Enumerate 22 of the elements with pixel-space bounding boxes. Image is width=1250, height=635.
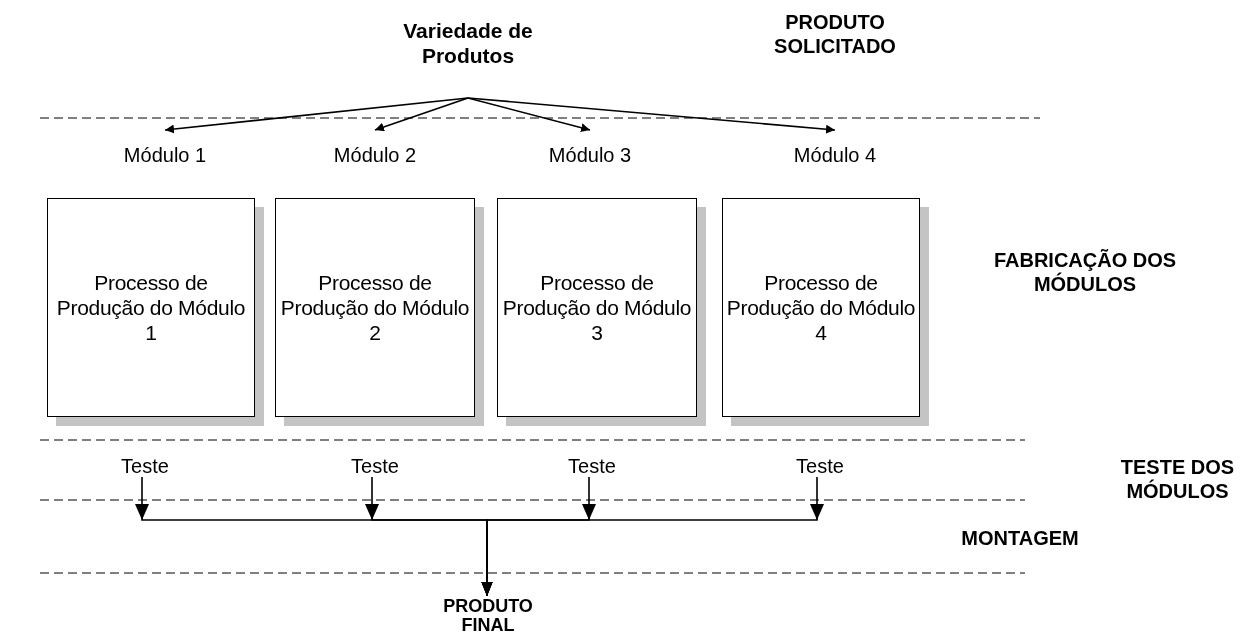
stage-label: FABRICAÇÃO DOS MÓDULOS <box>992 248 1178 296</box>
node-text: Teste <box>121 454 169 478</box>
node-text: Módulo 2 <box>333 143 417 167</box>
heading-text: PRODUTO FINAL <box>442 597 534 635</box>
node-text: Teste <box>568 454 616 478</box>
process-text: Processo de Produção do Módulo 2 <box>279 270 471 345</box>
heading-text: Variedade de Produtos <box>402 18 534 68</box>
stage-label: MONTAGEM <box>960 526 1080 550</box>
node-text: Módulo 3 <box>548 143 632 167</box>
node-text: Módulo 1 <box>123 143 207 167</box>
arrow <box>374 97 469 132</box>
node-text: Módulo 4 <box>793 143 877 167</box>
process-text: Processo de Produção do Módulo 3 <box>501 270 693 345</box>
node-text: Teste <box>796 454 844 478</box>
node-text: Teste <box>351 454 399 478</box>
stage-label: TESTE DOS MÓDULOS <box>1119 455 1236 503</box>
process-text: Processo de Produção do Módulo 4 <box>725 270 917 345</box>
process-text: Processo de Produção do Módulo 1 <box>55 270 247 345</box>
arrow <box>164 97 469 134</box>
arrow <box>467 97 836 134</box>
stage-label: PRODUTO SOLICITADO <box>773 10 897 58</box>
arrow <box>481 476 824 597</box>
